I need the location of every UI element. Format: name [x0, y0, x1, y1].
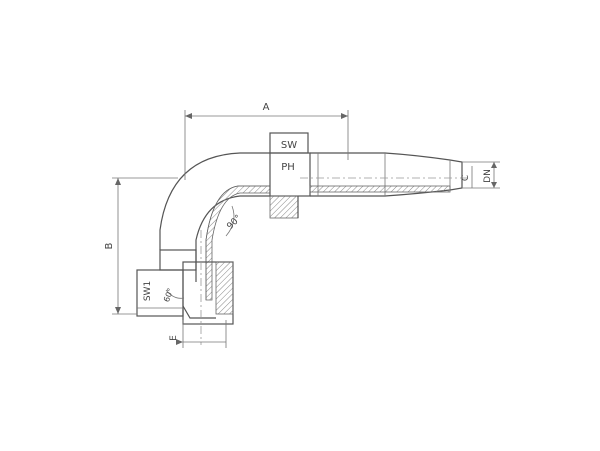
bend-angle-annotation: 90°: [225, 205, 244, 237]
dimension-dn-label: DN: [483, 169, 493, 183]
fitting-body-outline: [159, 152, 271, 301]
dimension-e: E: [169, 320, 227, 348]
dimension-c-dn: C DN: [461, 161, 500, 189]
swivel-nut: [136, 230, 234, 345]
elbow-wall-section: [205, 185, 271, 301]
dimension-b: B: [104, 177, 178, 315]
dimension-b-label: B: [104, 242, 115, 249]
bend-angle-label: 90°: [225, 213, 243, 231]
sw1-label: SW1: [143, 281, 153, 301]
sw-hex-top: [269, 132, 309, 154]
hose-tail: [269, 132, 470, 219]
ph-label: PH: [281, 162, 295, 173]
dimension-a-label: A: [263, 102, 270, 113]
cone-angle-label: 60°: [162, 287, 175, 303]
tail-wall-section: [309, 185, 451, 193]
collar-hatched-lower: [269, 195, 299, 219]
dimension-a: A: [184, 102, 349, 180]
nut-wall-section: [215, 261, 234, 315]
dimension-c-label: C: [461, 175, 471, 181]
sw-label: SW: [281, 140, 297, 151]
cone-angle-annotation: 60°: [162, 287, 185, 303]
elbow-inner-edge: [195, 195, 270, 282]
dimension-e-label: E: [169, 335, 179, 341]
neck-ring: [159, 249, 197, 271]
collar-block: [269, 152, 311, 197]
cone-seat-line: [182, 305, 216, 319]
elbow-outer-edge: [159, 152, 270, 250]
tail-tube-outline: [310, 152, 463, 197]
